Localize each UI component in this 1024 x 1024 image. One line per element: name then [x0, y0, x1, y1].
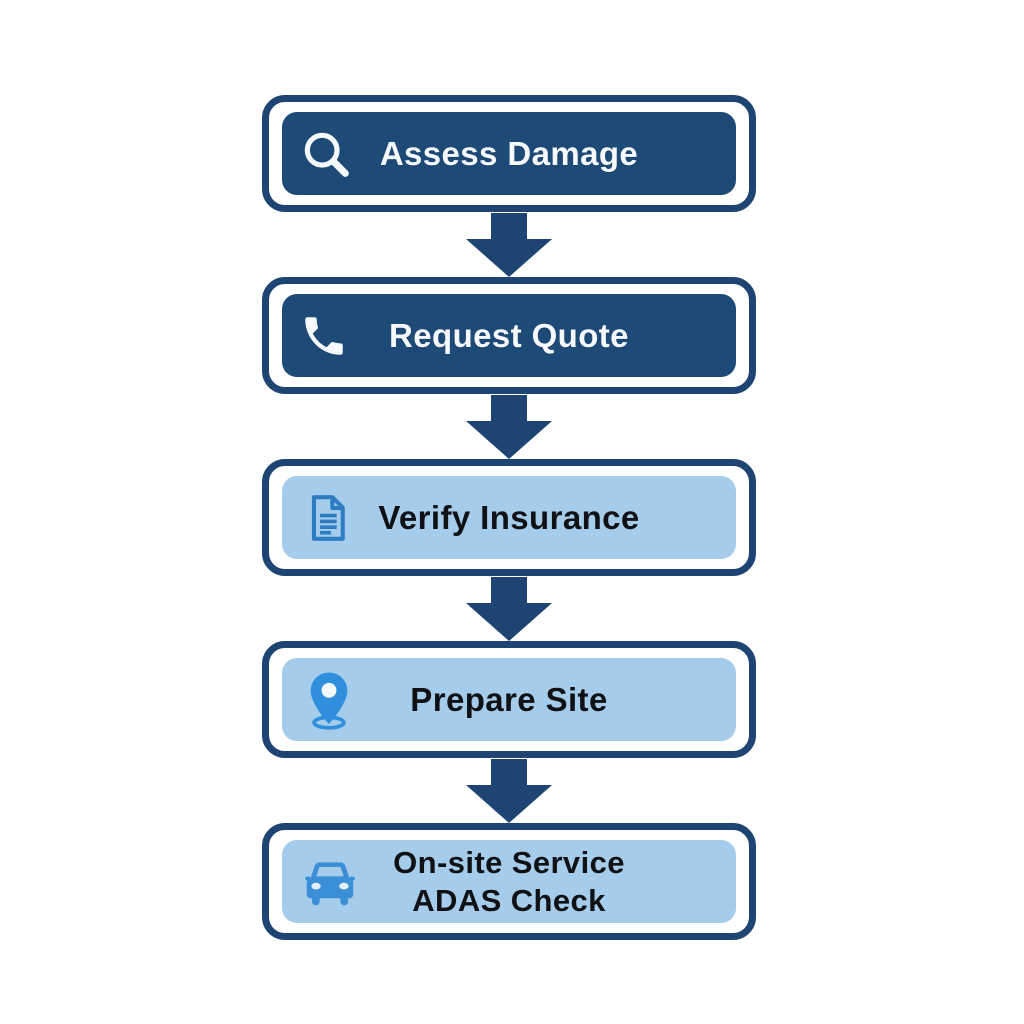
- step-label: Prepare Site: [410, 680, 608, 718]
- down-arrow: [262, 576, 756, 641]
- down-arrow: [262, 758, 756, 823]
- flowchart: Assess Damage Request Quote: [262, 95, 756, 940]
- step-onsite-service-body: On-site Service ADAS Check: [282, 840, 736, 923]
- down-arrow: [262, 394, 756, 459]
- step-prepare-site: Prepare Site: [262, 641, 756, 758]
- phone-icon: [299, 311, 349, 361]
- step-label: Request Quote: [389, 316, 629, 354]
- step-verify-insurance: Verify Insurance: [262, 459, 756, 576]
- location-pin-icon: [299, 669, 359, 731]
- step-verify-insurance-body: Verify Insurance: [282, 476, 736, 559]
- step-onsite-service-adas-check: On-site Service ADAS Check: [262, 823, 756, 940]
- step-label: On-site Service ADAS Check: [393, 844, 625, 920]
- document-icon: [299, 489, 357, 547]
- car-icon: [299, 853, 361, 911]
- step-label-line1: On-site Service: [393, 844, 625, 880]
- step-label: Verify Insurance: [378, 498, 640, 536]
- step-assess-damage: Assess Damage: [262, 95, 756, 212]
- step-request-quote-body: Request Quote: [282, 294, 736, 377]
- down-arrow: [262, 212, 756, 277]
- magnifier-icon: [299, 127, 353, 181]
- step-request-quote: Request Quote: [262, 277, 756, 394]
- step-assess-damage-body: Assess Damage: [282, 112, 736, 195]
- step-prepare-site-body: Prepare Site: [282, 658, 736, 741]
- step-label: Assess Damage: [379, 134, 639, 172]
- step-label-line2: ADAS Check: [412, 882, 606, 918]
